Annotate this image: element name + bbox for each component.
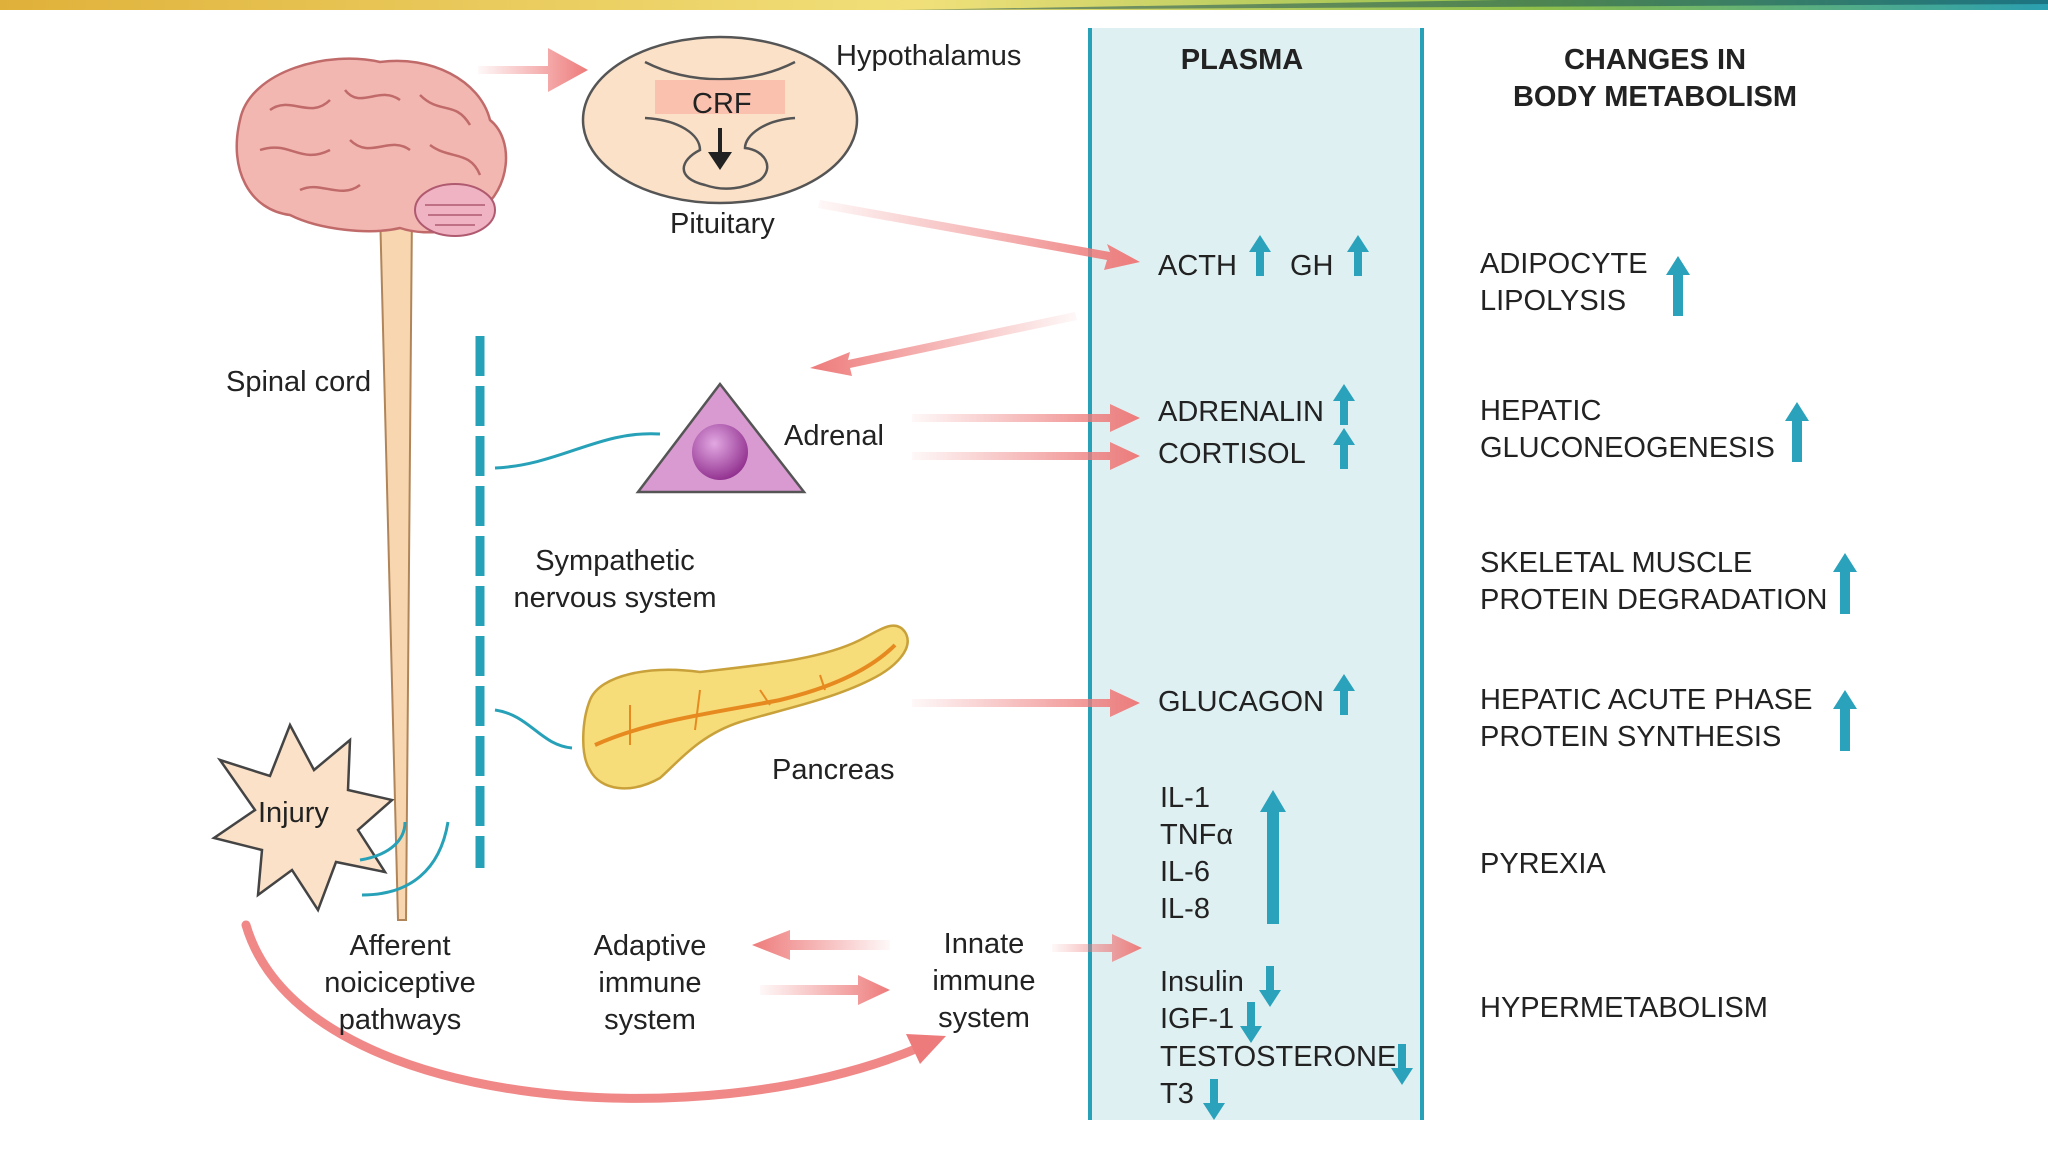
arrow-innate-to-plasma [1052,934,1142,962]
arrow-plasma-to-adrenal [810,312,1077,376]
hormone-glucagon: GLUCAGON [1158,686,1324,718]
metabolism-up-icon [1666,256,1857,751]
spinal-cord-label: Spinal cord [226,366,372,398]
afferent-label-line1: Afferent [349,930,451,962]
plasma-title: PLASMA [1180,44,1304,76]
spinal-cord-shape [378,209,414,921]
arrow-pituitary-to-plasma [818,200,1140,270]
afferent-label-line3: pathways [338,1004,462,1036]
metabolism-item-line1: PYREXIA [1480,848,1606,880]
sympathetic-label-line2: nervous system [513,582,717,614]
metabolism-item-line1: HEPATIC ACUTE PHASE [1480,684,1813,716]
metabolism-item: PYREXIA [1480,846,1606,883]
cytokine-tnfa: TNFα [1160,819,1234,851]
innate-label-line2: immune [932,965,1036,997]
metabolism-item-line2: PROTEIN SYNTHESIS [1480,721,1782,753]
innate-immune-label: Innate immune system [904,926,1064,1037]
adrenal-icon [635,381,807,494]
metabolism-item-line1: SKELETAL MUSCLE [1480,547,1753,579]
pituitary-label: Pituitary [670,208,775,240]
adaptive-label-line2: immune [598,967,702,999]
sympathetic-label: Sympathetic nervous system [510,543,720,617]
pancreas-label: Pancreas [772,754,895,786]
metabolism-item: HEPATIC ACUTE PHASE PROTEIN SYNTHESIS [1480,682,1813,756]
brain-icon [235,57,508,237]
hormone-t3: T3 [1160,1078,1194,1110]
metabolism-item-line2: GLUCONEOGENESIS [1480,432,1775,464]
arrow-adaptive-to-innate [760,975,890,1005]
metabolism-item-line2: PROTEIN DEGRADATION [1480,584,1828,616]
arrow-brain-to-hypothalamus [478,48,588,92]
metabolism-item-line1: HEPATIC [1480,395,1602,427]
metabolism-item: ADIPOCYTE LIPOLYSIS [1480,246,1648,320]
arrow-adrenal-to-adrenalin [912,404,1140,432]
adaptive-label-line3: system [604,1004,696,1036]
trend-down-icon [1203,966,1413,1120]
afferent-label: Afferent noiciceptive pathways [310,928,490,1039]
metabolism-item-line1: ADIPOCYTE [1480,248,1648,280]
arrow-innate-to-adaptive [752,930,890,960]
adaptive-immune-label: Adaptive immune system [570,928,730,1039]
pancreas-icon [582,624,909,790]
hormone-igf1: IGF-1 [1160,1003,1235,1035]
adaptive-label-line1: Adaptive [593,930,707,962]
hormone-acth: ACTH [1158,250,1237,282]
adrenal-label: Adrenal [784,420,884,452]
metabolism-title-line2: BODY METABOLISM [1512,81,1798,113]
hypothalamus-label: Hypothalamus [836,40,1022,72]
arrow-injury-to-innate [241,920,923,1103]
innate-label-line3: system [938,1002,1030,1034]
metabolism-item-line1: HYPERMETABOLISM [1480,992,1768,1024]
cytokine-il8: IL-8 [1160,893,1210,925]
trend-up-icon [1249,235,1369,924]
arrow-adrenal-to-cortisol [912,442,1140,470]
pituitary-icon [581,35,859,205]
hormone-cortisol: CORTISOL [1158,438,1306,470]
metabolism-title: CHANGES IN BODY METABOLISM [1480,42,1830,116]
plasma-panel [1088,28,1424,1120]
arrow-pancreas-to-glucagon [912,689,1140,717]
metabolism-item: HYPERMETABOLISM [1480,990,1768,1027]
metabolism-item-line2: LIPOLYSIS [1480,285,1627,317]
sympathetic-label-line1: Sympathetic [535,545,695,577]
innate-label-line1: Innate [943,928,1025,960]
metabolism-item: HEPATIC GLUCONEOGENESIS [1480,393,1775,467]
injury-icon [210,722,450,913]
hormone-insulin: Insulin [1160,966,1244,998]
metabolism-title-line1: CHANGES IN [1563,44,1747,76]
metabolism-item: SKELETAL MUSCLE PROTEIN DEGRADATION [1480,545,1828,619]
afferent-label-line2: noiciceptive [324,967,476,999]
hormone-adrenalin: ADRENALIN [1158,396,1324,428]
cytokine-il6: IL-6 [1160,856,1210,888]
injury-label: Injury [258,797,329,829]
top-decor-bar [0,0,2048,10]
hormone-testosterone: TESTOSTERONE [1160,1041,1397,1073]
cytokine-il1: IL-1 [1160,782,1210,814]
hormone-gh: GH [1290,250,1334,282]
crf-label: CRF [692,88,752,120]
